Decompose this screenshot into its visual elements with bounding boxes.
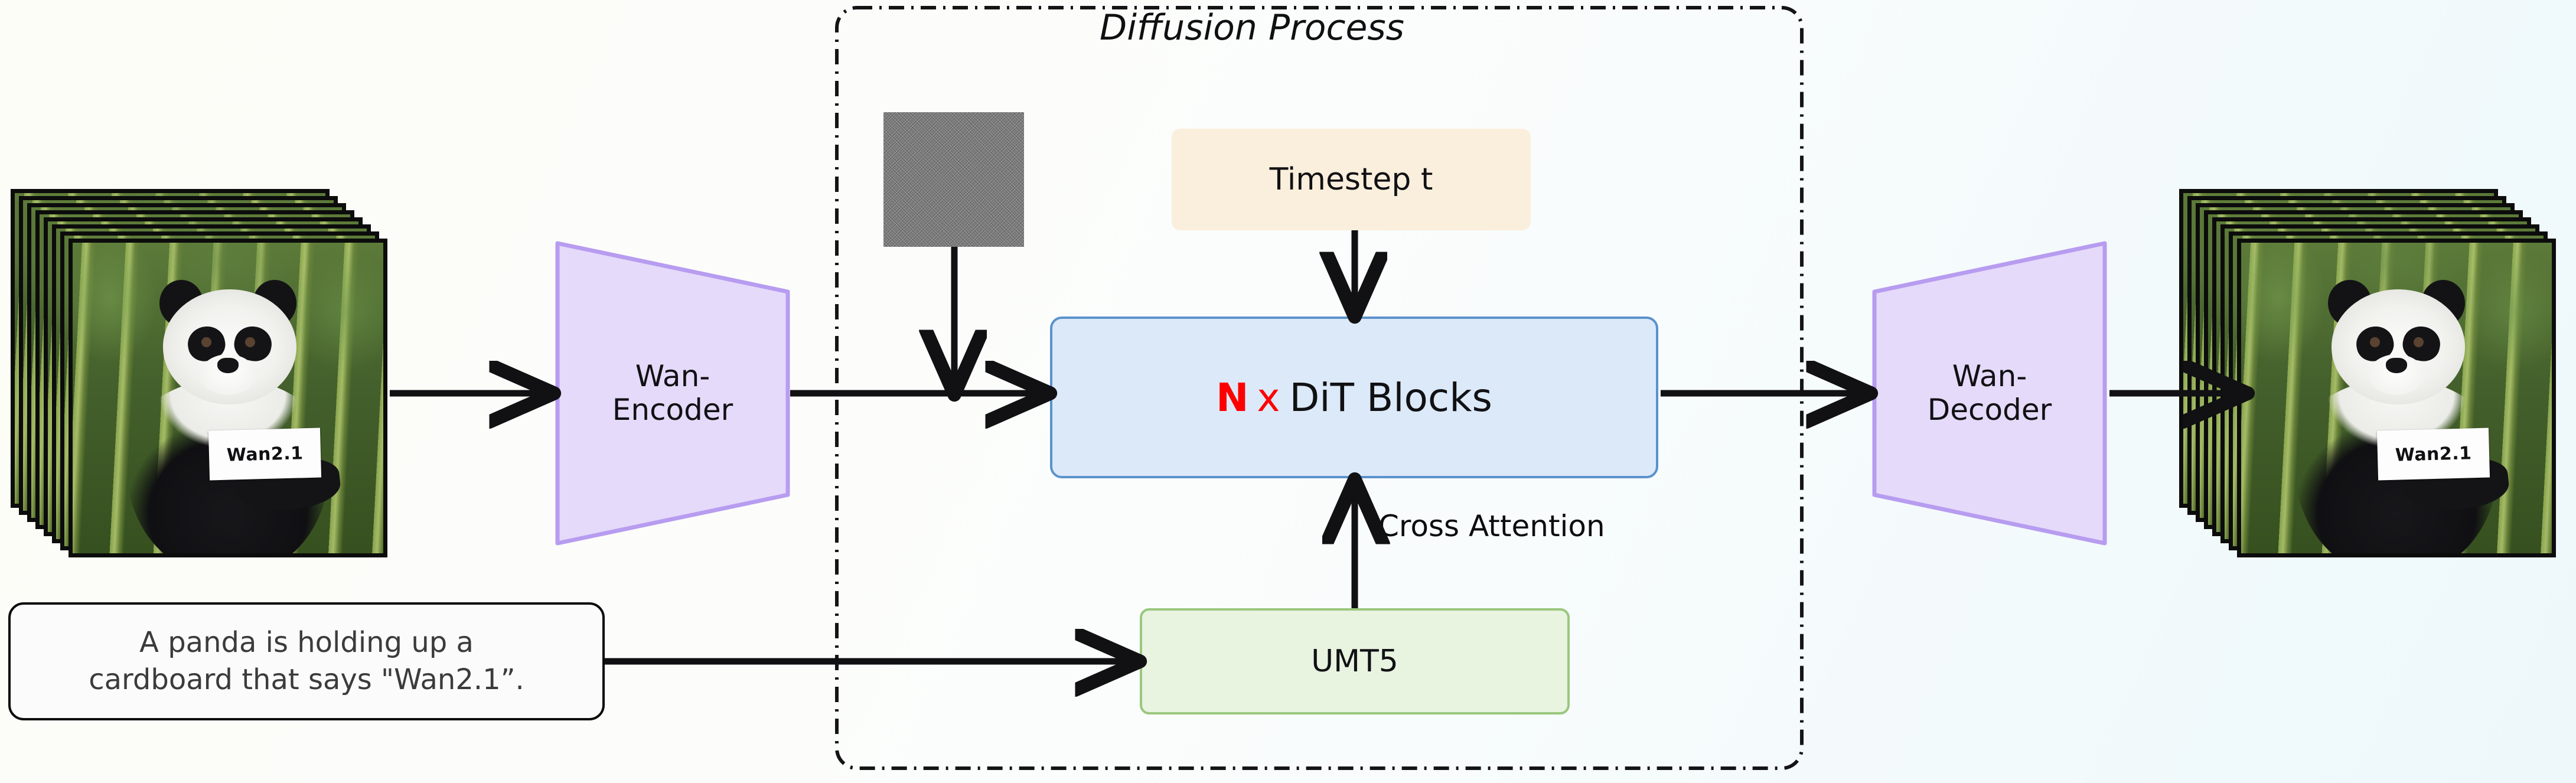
wan-decoder-shape <box>1872 241 2107 546</box>
video-frame-front: Wan2.1 <box>2237 239 2556 557</box>
timestep-box: Timestep t <box>1172 129 1531 230</box>
dit-multiplier-symbol: x <box>1257 374 1280 420</box>
timestep-label: Timestep t <box>1269 162 1433 197</box>
prompt-line-1: A panda is holding up a <box>139 625 474 659</box>
cross-attention-label: Cross Attention <box>1378 509 1605 543</box>
wan-encoder-shape <box>555 241 790 546</box>
input-video-stack: Wan2.1 <box>11 189 424 573</box>
panda-sign-text: Wan2.1 <box>226 442 304 465</box>
panda-sign: Wan2.1 <box>208 428 322 481</box>
gaussian-noise-patch <box>883 112 1024 247</box>
wan-encoder-node: Wan- Encoder <box>554 240 791 547</box>
dit-blocks-name: DiT Blocks <box>1289 374 1492 420</box>
output-video-stack: Wan2.1 <box>2179 189 2576 573</box>
umt5-label: UMT5 <box>1311 644 1398 679</box>
umt5-box: UMT5 <box>1140 608 1570 715</box>
diffusion-process-dashed-border <box>835 6 1804 770</box>
video-frame-front: Wan2.1 <box>69 239 387 557</box>
dit-repeat-count: N <box>1216 374 1249 420</box>
panda-sign: Wan2.1 <box>2377 428 2490 481</box>
panda-sign-text: Wan2.1 <box>2395 442 2473 465</box>
prompt-line-2: cardboard that says "Wan2.1”. <box>89 663 524 696</box>
diffusion-process-label: Diffusion Process <box>1100 7 1404 48</box>
wan-decoder-node: Wan- Decoder <box>1871 240 2108 547</box>
text-prompt-box: A panda is holding up a cardboard that s… <box>8 602 605 720</box>
diffusion-process-region <box>834 5 1805 771</box>
